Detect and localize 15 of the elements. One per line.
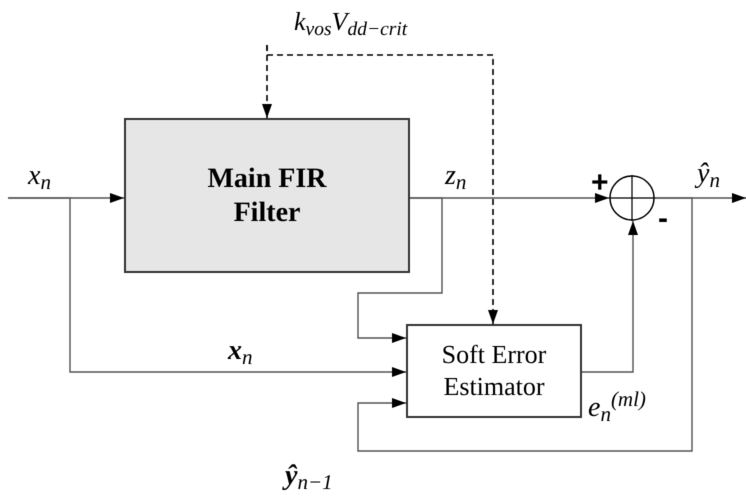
- process-box: Soft Error Estimator: [406, 324, 582, 418]
- plus-sign: +: [591, 168, 609, 198]
- arrow: [357, 197, 443, 343]
- signal-label: z$_{n}$: [445, 160, 466, 192]
- process-box: Main FIR Filter: [124, 118, 410, 273]
- signal-label: x$_{n}$: [28, 160, 51, 192]
- signal-label: x$_{n}$: [228, 335, 252, 367]
- summing-junction: [609, 175, 655, 221]
- arrow: [582, 221, 638, 373]
- signal-label: k$_{vos}$V$_{dd−crit}$: [262, 2, 432, 45]
- dashed-arrow: [266, 45, 498, 324]
- minus-sign: -: [658, 204, 668, 234]
- arrow: [357, 197, 693, 452]
- signal-label: ŷ$_{n}$: [697, 158, 720, 190]
- arrow: [8, 197, 406, 377]
